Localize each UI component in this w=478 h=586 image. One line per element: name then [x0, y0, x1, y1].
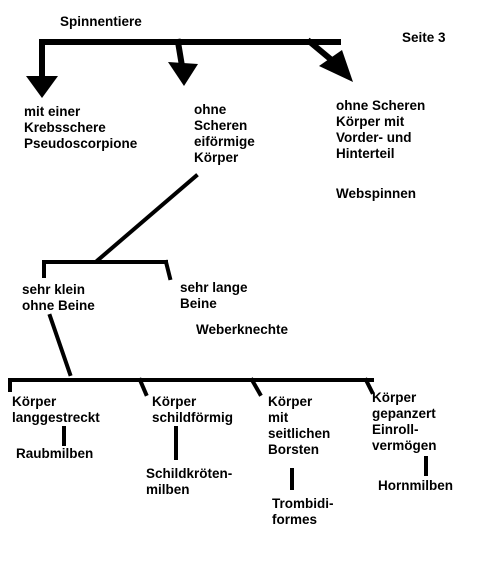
node-koerper-langgestreckt: Körper langgestreckt [12, 394, 100, 426]
node-text-line: Webspinnen [336, 186, 417, 201]
node-text-line: Hinterteil [336, 146, 395, 161]
node-schildkroetenmilben: Schildkröten- milben [146, 466, 232, 498]
node-text-line: Weberknechte [196, 322, 289, 337]
arrow-head-right [319, 50, 353, 82]
node-text-line: eiförmige [194, 134, 255, 149]
node-text-line: Spinnentiere [60, 14, 142, 29]
node-spinnentiere: Spinnentiere [60, 14, 142, 30]
node-webspinnen: Webspinnen [336, 186, 416, 202]
branch-middle-stem [174, 38, 186, 70]
tick-borsten [249, 377, 263, 397]
node-ohne-scheren-eifoermig: ohne Scheren eiförmige Körper [194, 102, 255, 166]
node-sehr-klein: sehr klein ohne Beine [22, 282, 95, 314]
node-text-line: Scheren [194, 118, 248, 133]
diagonal-to-third-split [47, 313, 73, 377]
node-text-line: milben [146, 482, 190, 497]
node-text-line: Borsten [268, 442, 320, 457]
node-koerper-gepanzert: Körper gepanzert Einroll- vermögen [372, 390, 437, 454]
node-text-line: vermögen [372, 438, 437, 453]
arrow-head-left [26, 76, 58, 98]
page-number: Seite 3 [402, 30, 446, 45]
node-text-line: gepanzert [372, 406, 436, 421]
node-text-line: mit einer [24, 104, 81, 119]
node-text-line: formes [272, 512, 318, 527]
node-text-line: Trombidi- [272, 496, 334, 511]
second-level-branches [42, 173, 199, 281]
node-koerper-seitliche-borsten: Körper mit seitlichen Borsten [268, 394, 330, 458]
split-right-tick [163, 259, 173, 281]
node-text-line: Körper [268, 394, 313, 409]
node-text-line: Hornmilben [378, 478, 454, 493]
node-weberknechte: Weberknechte [196, 322, 288, 338]
node-text-line: ohne Scheren [336, 98, 426, 113]
node-text-line: seitlichen [268, 426, 331, 441]
node-text-line: Körper [372, 390, 417, 405]
node-text-line: Körper [152, 394, 197, 409]
node-text-line: Körper [12, 394, 57, 409]
node-text-line: Körper mit [336, 114, 405, 129]
node-text-line: Schildkröten- [146, 466, 233, 481]
node-hornmilben: Hornmilben [378, 478, 453, 494]
tick-gepanzert [363, 377, 375, 395]
node-text-line: sehr klein [22, 282, 86, 297]
node-text-line: Pseudoscorpione [24, 136, 138, 151]
node-text-line: Einroll- [372, 422, 419, 437]
node-raubmilben: Raubmilben [16, 446, 93, 462]
tick-schildfoermig [137, 377, 149, 397]
diagonal-to-second-split [95, 173, 199, 263]
arrow-head-middle [168, 62, 198, 86]
third-level-branches [8, 313, 428, 490]
node-sehr-lange-beine: sehr lange Beine [180, 280, 248, 312]
node-text-line: langgestreckt [12, 410, 100, 425]
node-text-line: Raubmilben [16, 446, 94, 461]
node-ohne-scheren-vorder-hinterteil: ohne Scheren Körper mit Vorder- und Hint… [336, 98, 425, 162]
node-text-line: ohne [194, 102, 227, 117]
node-text-line: sehr lange [180, 280, 248, 295]
node-text-line: Körper [194, 150, 239, 165]
node-text-line: mit [268, 410, 289, 425]
node-text-line: schildförmig [152, 410, 234, 425]
node-text-line: ohne Beine [22, 298, 95, 313]
node-text-line: Beine [180, 296, 217, 311]
node-text-line: Vorder- und [336, 130, 412, 145]
node-text-line: Krebsschere [24, 120, 106, 135]
node-krebsschere: mit einer Krebsschere Pseudoscorpione [24, 104, 137, 152]
node-trombidiformes: Trombidi- formes [272, 496, 334, 528]
node-koerper-schildfoermig: Körper schildförmig [152, 394, 233, 426]
